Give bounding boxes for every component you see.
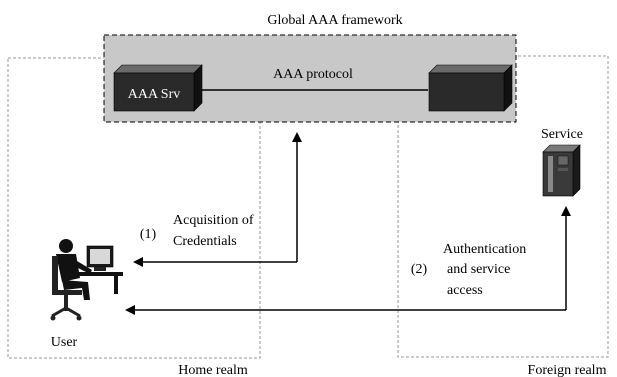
step1-label-line2: Credentials [173,234,237,249]
home-realm-label: Home realm [178,363,248,377]
framework-title: Global AAA framework [267,13,402,28]
step2-label-line2: and service [447,262,510,277]
step2-label-line1: Authentication [443,242,526,257]
aaa-server-label: AAA Srv [128,87,181,102]
step1-label-line1: Acquisition of [173,213,254,228]
step2-label-line3: access [447,283,483,298]
user-label: User [51,335,78,350]
step1-number: (1) [140,227,157,242]
aaa-server-box: AAA Srv [113,64,203,112]
aaa-protocol-label: AAA protocol [273,67,353,82]
user-at-computer-icon [50,239,123,321]
step2-number: (2) [411,262,428,277]
service-label: Service [541,127,583,142]
server-tower-icon [542,144,581,197]
foreign-realm-label: Foreign realm [528,363,607,377]
remote-aaa-server-box [428,64,513,112]
